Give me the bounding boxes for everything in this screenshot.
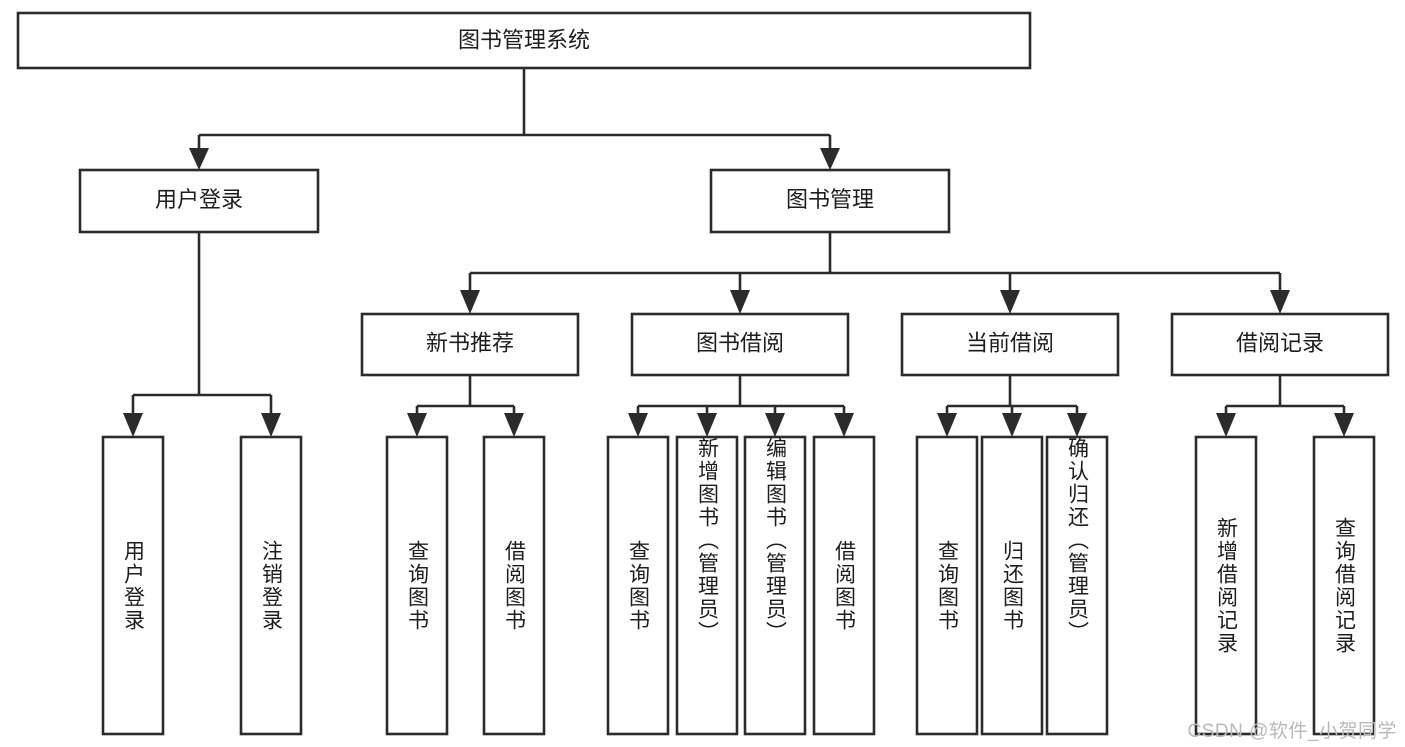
- leaf-confirm-return-rect[interactable]: [1045, 435, 1109, 736]
- connector-group-new-book: [407, 375, 524, 437]
- arrow-user-login-l1: [123, 413, 143, 437]
- arrow-to-user-login: [189, 148, 209, 170]
- node-book-management-label: 图书管理: [786, 187, 874, 212]
- connector-group-borrow-records: [1216, 375, 1354, 437]
- leaf-edit-book-rect[interactable]: [743, 435, 807, 736]
- connector-group-book-management: [460, 232, 1290, 314]
- node-borrow-records-label: 借阅记录: [1236, 330, 1324, 355]
- connector-group-user-login: [123, 232, 281, 437]
- arrow-bm-c3: [1000, 290, 1020, 314]
- arrow-bb-l3: [765, 413, 785, 437]
- leaf-query-borrow-record-rect[interactable]: [1312, 435, 1376, 736]
- connector-group-root: [189, 68, 840, 170]
- arrow-cb-l1: [937, 413, 957, 437]
- node-current-borrow[interactable]: 当前借阅: [900, 312, 1120, 377]
- leaf-user-login-rect[interactable]: [101, 435, 165, 736]
- arrow-bm-c1: [460, 290, 480, 314]
- node-new-book-recommend-rect[interactable]: [360, 312, 580, 377]
- node-book-borrow[interactable]: 图书借阅: [630, 312, 850, 377]
- arrow-bb-l1: [628, 413, 648, 437]
- node-user-login-label: 用户登录: [155, 187, 243, 212]
- connector-group-current-borrow: [937, 375, 1087, 437]
- node-new-book-recommend[interactable]: 新书推荐: [360, 312, 580, 377]
- leaf-add-book-rect[interactable]: [675, 435, 739, 736]
- arrow-nb-l1: [407, 413, 427, 437]
- node-borrow-records[interactable]: 借阅记录: [1170, 312, 1390, 377]
- node-root[interactable]: 图书管理系统: [16, 11, 1032, 70]
- leaf-query-book-2-rect[interactable]: [606, 435, 670, 736]
- node-book-management[interactable]: 图书管理: [709, 168, 951, 234]
- arrow-user-login-l2: [261, 413, 281, 437]
- arrow-nb-l2: [504, 413, 524, 437]
- node-root-rect[interactable]: [16, 11, 1032, 70]
- node-book-borrow-rect[interactable]: [630, 312, 850, 377]
- leaf-borrow-book-1-rect[interactable]: [482, 435, 546, 736]
- leaf-user-logout-rect[interactable]: [239, 435, 303, 736]
- arrow-bm-c4: [1270, 290, 1290, 314]
- arrow-bb-l4: [834, 413, 854, 437]
- arrow-br-l1: [1216, 413, 1236, 437]
- arrow-bb-l2: [697, 413, 717, 437]
- node-user-login[interactable]: 用户登录: [78, 168, 320, 234]
- node-book-management-rect[interactable]: [709, 168, 951, 234]
- node-book-borrow-label: 图书借阅: [696, 330, 784, 355]
- arrow-bm-c2: [730, 290, 750, 314]
- leaf-return-book-rect[interactable]: [980, 435, 1044, 736]
- node-root-label: 图书管理系统: [458, 27, 590, 52]
- leaf-add-borrow-record-rect[interactable]: [1194, 435, 1258, 736]
- leaf-query-book-3-rect[interactable]: [915, 435, 979, 736]
- node-new-book-recommend-label: 新书推荐: [426, 330, 514, 355]
- node-current-borrow-rect[interactable]: [900, 312, 1120, 377]
- leaf-query-book-1-rect[interactable]: [385, 435, 449, 736]
- connector-group-book-borrow: [628, 375, 854, 437]
- arrow-br-l2: [1334, 413, 1354, 437]
- node-user-login-rect[interactable]: [78, 168, 320, 234]
- arrow-to-book-management: [820, 148, 840, 170]
- arrow-cb-l2: [1002, 413, 1022, 437]
- arrow-cb-l3: [1067, 413, 1087, 437]
- node-current-borrow-label: 当前借阅: [966, 330, 1054, 355]
- watermark-text: CSDN @软件_小贺同学: [1187, 721, 1397, 742]
- node-borrow-records-rect[interactable]: [1170, 312, 1390, 377]
- leaf-borrow-book-2-rect[interactable]: [812, 435, 876, 736]
